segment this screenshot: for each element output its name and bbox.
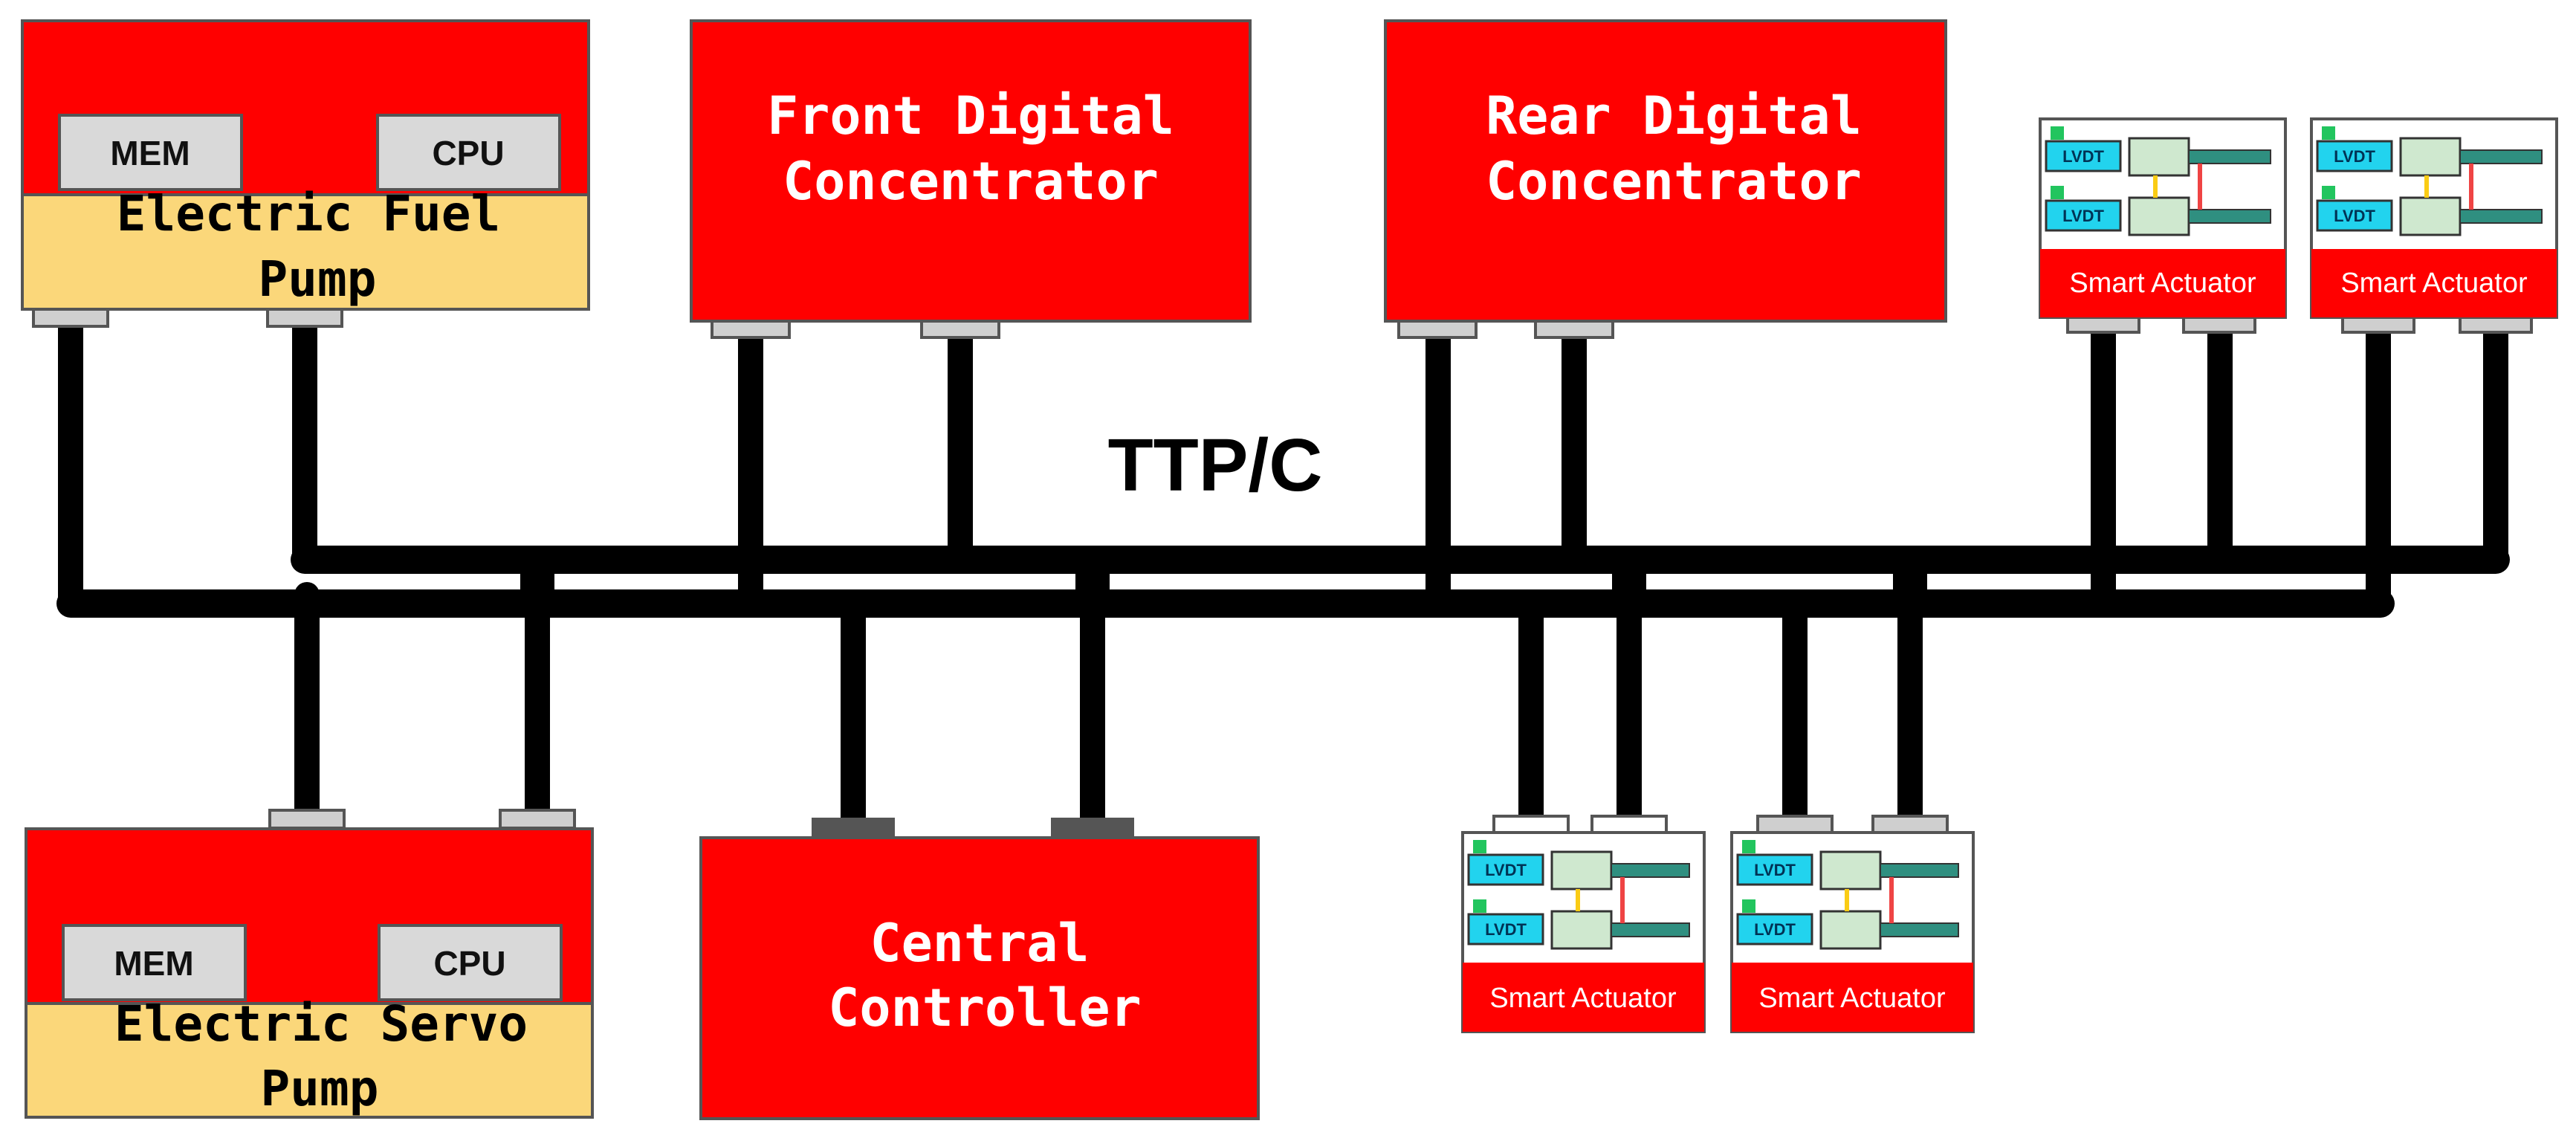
connector [499,809,576,830]
front-dc-body [690,19,1252,323]
actuator-cylinder [2128,137,2190,177]
actuator-cylinder [2128,196,2190,236]
sensor-flag [2322,186,2335,199]
actuator-cylinder [1819,910,1882,950]
lvdt-label: LVDT [1754,861,1796,879]
rear-dc-title-line1: Rear Digital [1486,85,1862,146]
sensor-flag [1742,899,1755,913]
fuel-pump-title-line1: Electric Fuel [117,185,501,242]
cpu-chip-label: CPU [433,944,505,983]
sensor-flag [1742,840,1755,853]
lvdt-box [1736,853,1813,886]
electric-servo-pump-node: MEM CPU Electric Servo Pump [25,827,594,1119]
rear-dc-body [1384,19,1947,323]
smart-actuator-3: Smart Actuator LVDT LVDT [1461,831,1706,1033]
lvdt-label: LVDT [2334,147,2375,166]
actuator-rod [2188,149,2271,164]
lvdt-label: LVDT [2062,147,2104,166]
sa-label-band [1732,963,1973,1032]
rear-dc-title-line2: Concentrator [1486,151,1862,212]
lvdt-label: LVDT [2334,207,2375,225]
mem-chip-label: MEM [114,944,193,983]
lvdt-box [2316,140,2393,172]
connector [32,307,109,328]
bus-lines [56,311,2510,841]
actuator-rod [2459,149,2543,164]
lvdt-box [2045,140,2122,172]
cpu-chip [376,114,561,191]
sa-label: Smart Actuator [1758,983,1946,1014]
actuator-cylinder [1550,910,1613,950]
actuator-rod [2459,209,2543,224]
sensor-flag [2322,126,2335,140]
connector [812,818,895,838]
central-controller-title-line2: Controller [828,977,1141,1038]
lvdt-box [1467,853,1544,886]
connector [1492,815,1570,834]
sensor-flag [2051,126,2064,140]
fuel-pump-title-line2: Pump [259,250,377,308]
front-dc-title-line1: Front Digital [767,85,1174,146]
mem-chip [58,114,243,191]
front-digital-concentrator-node: Front Digital Concentrator [690,19,1252,323]
sensor-flag [1473,899,1486,913]
bus-label: TTP/C [1108,424,1323,507]
junction [1893,554,1927,610]
bus-junctions [520,554,1927,610]
actuator-rod [2188,209,2271,224]
sa-label-band [2311,249,2557,317]
mem-chip-label: MEM [110,134,190,172]
actuator-rod [1880,863,1959,878]
junction [1075,554,1110,610]
connector [1871,815,1949,834]
actuator-cylinder [2399,137,2462,177]
electric-fuel-pump-node: MEM CPU Electric Fuel Pump [21,19,590,311]
connector [1756,815,1834,834]
lvdt-box [2316,199,2393,232]
actuator-cylinder [1819,850,1882,891]
lvdt-label: LVDT [1485,920,1527,939]
servo-pump-title-line2: Pump [261,1060,379,1117]
sa-label-band [2040,249,2285,317]
servo-pump-title-line1: Electric Servo [114,995,528,1053]
cpu-chip-label: CPU [432,134,504,172]
front-dc-title-line2: Concentrator [783,151,1159,212]
central-controller-node: Central Controller [699,836,1260,1120]
smart-actuator-2: Smart Actuator LVDT LVDT [2310,117,2558,319]
servo-pump-label-band [25,1002,594,1119]
lvdt-box [1736,913,1813,946]
lvdt-label: LVDT [1485,861,1527,879]
actuator-rod [1611,863,1690,878]
cpu-chip [378,924,563,1001]
sa-label-band [1463,963,1704,1032]
lvdt-label: LVDT [1754,920,1796,939]
sensor-flag [2051,186,2064,199]
lvdt-box [1467,913,1544,946]
mem-chip [62,924,247,1001]
actuator-cylinder [2399,196,2462,236]
rear-digital-concentrator-node: Rear Digital Concentrator [1384,19,1947,323]
sa-label: Smart Actuator [2340,268,2528,299]
connector [1051,818,1134,838]
fuel-pump-label-band [21,193,590,311]
connector [1590,815,1668,834]
connector [268,809,346,830]
central-controller-body [699,836,1260,1120]
junction [520,554,554,610]
central-controller-title-line1: Central [870,913,1089,974]
sa-label: Smart Actuator [2069,268,2256,299]
actuator-rod [1880,922,1959,937]
lvdt-box [2045,199,2122,232]
actuator-cylinder [1550,850,1613,891]
actuator-rod [1611,922,1690,937]
connector [266,307,343,328]
junction [1612,554,1646,610]
smart-actuator-1: Smart Actuator LVDT LVDT [2039,117,2287,319]
smart-actuator-4: Smart Actuator LVDT LVDT [1730,831,1975,1033]
sensor-flag [1473,840,1486,853]
lvdt-label: LVDT [2062,207,2104,225]
sa-label: Smart Actuator [1489,983,1677,1014]
